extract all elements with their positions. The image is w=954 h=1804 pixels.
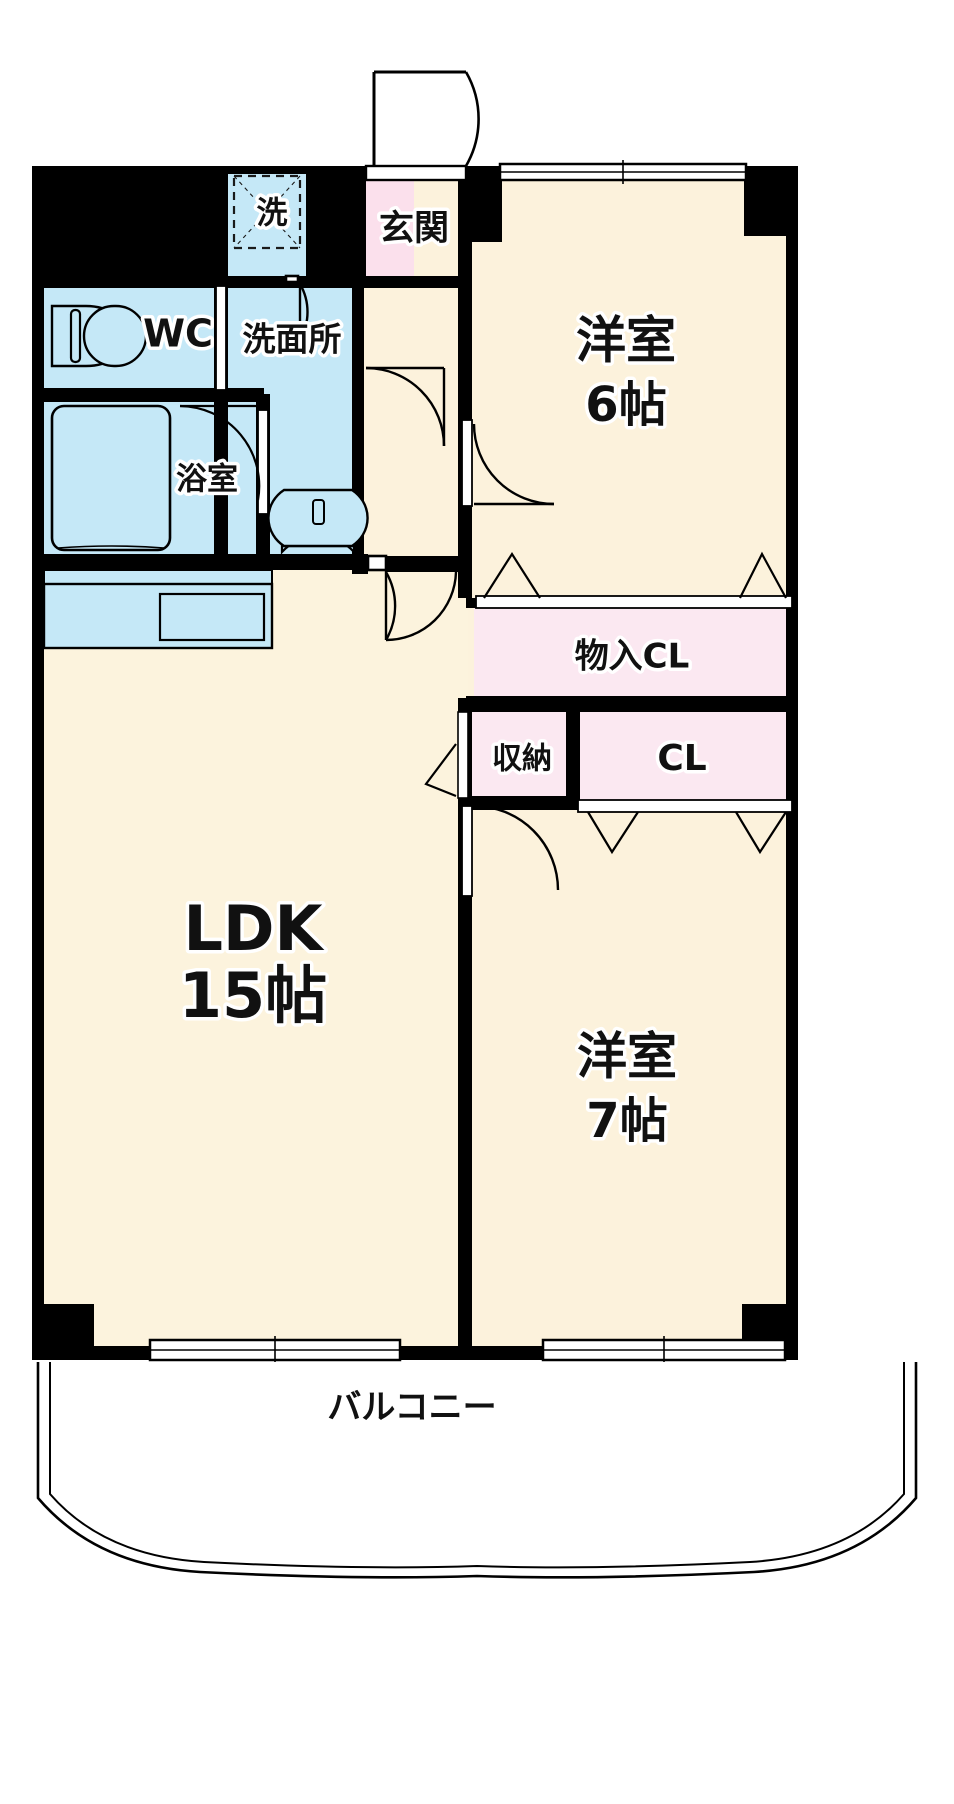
- senmenjo-door[interactable]: [365, 366, 446, 447]
- floor-fills: [38, 168, 798, 1358]
- wall-left-outer: [32, 166, 44, 1358]
- label-balcony: バルコニー: [327, 1388, 496, 1428]
- wall-right-outer: [786, 166, 798, 1358]
- wall-senmenjo-bottom: [256, 554, 368, 570]
- wall-monoire-bottom: [466, 696, 794, 712]
- wall-top-left-thick: [32, 166, 228, 282]
- label-sentaku: 洗: [257, 196, 288, 232]
- washer-pan: [232, 174, 302, 250]
- label-yokushitsu: 浴室: [176, 462, 238, 498]
- label-ldk-name: LDK: [183, 892, 324, 965]
- yoshitsu7-floor: [468, 800, 798, 1358]
- label-genkan: 玄関: [379, 209, 449, 249]
- wall-senmenjo-top: [352, 276, 468, 288]
- label-yoshitsu7-size: 7帖: [586, 1093, 667, 1149]
- shuunou-floor: [466, 710, 572, 802]
- wall-top-between: [306, 166, 366, 282]
- label-yoshitsu6-size: 6帖: [585, 377, 666, 433]
- label-wc: WC: [143, 312, 213, 356]
- hall-floor: [358, 282, 466, 572]
- label-senmenjo: 洗面所: [243, 320, 342, 359]
- doors: [179, 70, 793, 897]
- wall-top-washer: [228, 166, 306, 174]
- wall-center-upper: [458, 180, 472, 598]
- wc-door[interactable]: [215, 285, 227, 391]
- wall-wc-bottom: [32, 388, 264, 402]
- ldk-hall-door[interactable]: [366, 554, 397, 641]
- balcony-inner-rail: [49, 1362, 905, 1569]
- yoshitsu6-door[interactable]: [461, 419, 555, 507]
- shuunou-door[interactable]: [424, 711, 469, 799]
- cl-door[interactable]: [577, 799, 793, 855]
- entrance-door[interactable]: [364, 70, 480, 182]
- label-ldk-size: 15帖: [179, 959, 327, 1032]
- wash-basin: [267, 488, 369, 555]
- yoshitsu7-door[interactable]: [461, 804, 560, 897]
- wall-bath-bottom: [32, 554, 272, 570]
- wall-wc-top: [32, 276, 222, 288]
- balcony: [36, 1362, 918, 1579]
- windows: [148, 160, 787, 1364]
- ldk-balcony-window[interactable]: [148, 1336, 402, 1364]
- fixtures: [42, 174, 369, 650]
- kitchen-sink: [158, 592, 266, 642]
- wall-shuunou-right: [566, 706, 580, 806]
- toilet-bowl: [50, 304, 148, 368]
- monoire-cl-floor: [474, 606, 794, 698]
- yoshitsu6-window[interactable]: [498, 160, 748, 184]
- bath-door[interactable]: [179, 404, 269, 515]
- label-monoire-cl: 物入CL: [575, 637, 690, 677]
- shoe-box-floor: [366, 172, 414, 280]
- cl-floor: [578, 710, 794, 802]
- monoire-cl-door[interactable]: [475, 551, 793, 609]
- bathtub: [50, 404, 172, 552]
- label-yoshitsu7-name: 洋室: [577, 1028, 677, 1086]
- wall-shuunou-bottom: [458, 796, 578, 810]
- ldk-floor: [38, 568, 468, 1358]
- label-yoshitsu6-name: 洋室: [576, 312, 676, 370]
- wall-hall-bottom-left: [352, 556, 368, 574]
- label-shuunou: 収納: [492, 742, 552, 777]
- wall-hall-bottom-right: [386, 556, 472, 572]
- room-labels: 洗 玄関 WC 洗面所 浴室 洋室 6帖 物入CL 収納 CL LDK 15帖 …: [140, 192, 711, 1431]
- label-cl: CL: [657, 738, 706, 779]
- yoshitsu7-balcony-window[interactable]: [541, 1336, 787, 1364]
- balcony-outline: [36, 1362, 918, 1579]
- ldk-hall-door-leaf: [384, 570, 458, 642]
- yoshitsu6-floor: [468, 168, 798, 598]
- genkan-hall-door[interactable]: [284, 274, 309, 341]
- wall-bottom-left-pillar: [38, 1304, 94, 1358]
